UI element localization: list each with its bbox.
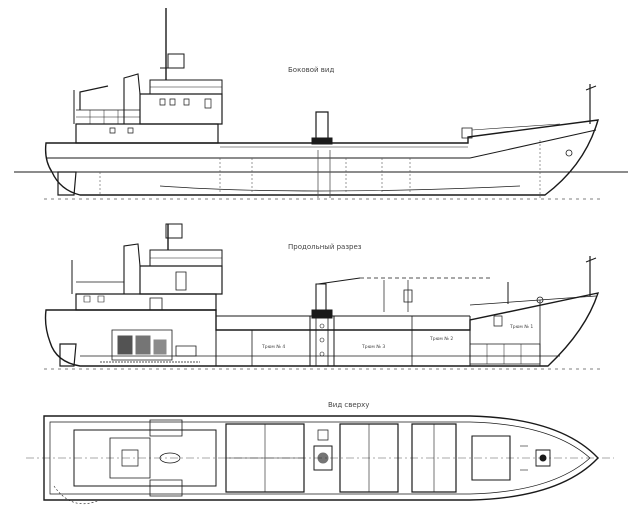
hold-label-4: Трюм № 4: [261, 344, 285, 350]
longitudinal-section-label: Продольный разрез: [288, 243, 362, 251]
side-view: [14, 8, 628, 199]
top-view: [26, 416, 614, 504]
longitudinal-section-view: [44, 224, 600, 369]
top-view-label: Вид сверху: [328, 401, 369, 409]
hold-label-1: Трюм № 1: [509, 324, 533, 330]
hold-label-2: Трюм № 2: [429, 336, 453, 342]
hold-label-3: Трюм № 3: [361, 344, 385, 350]
side-view-label: Боковой вид: [288, 66, 334, 74]
